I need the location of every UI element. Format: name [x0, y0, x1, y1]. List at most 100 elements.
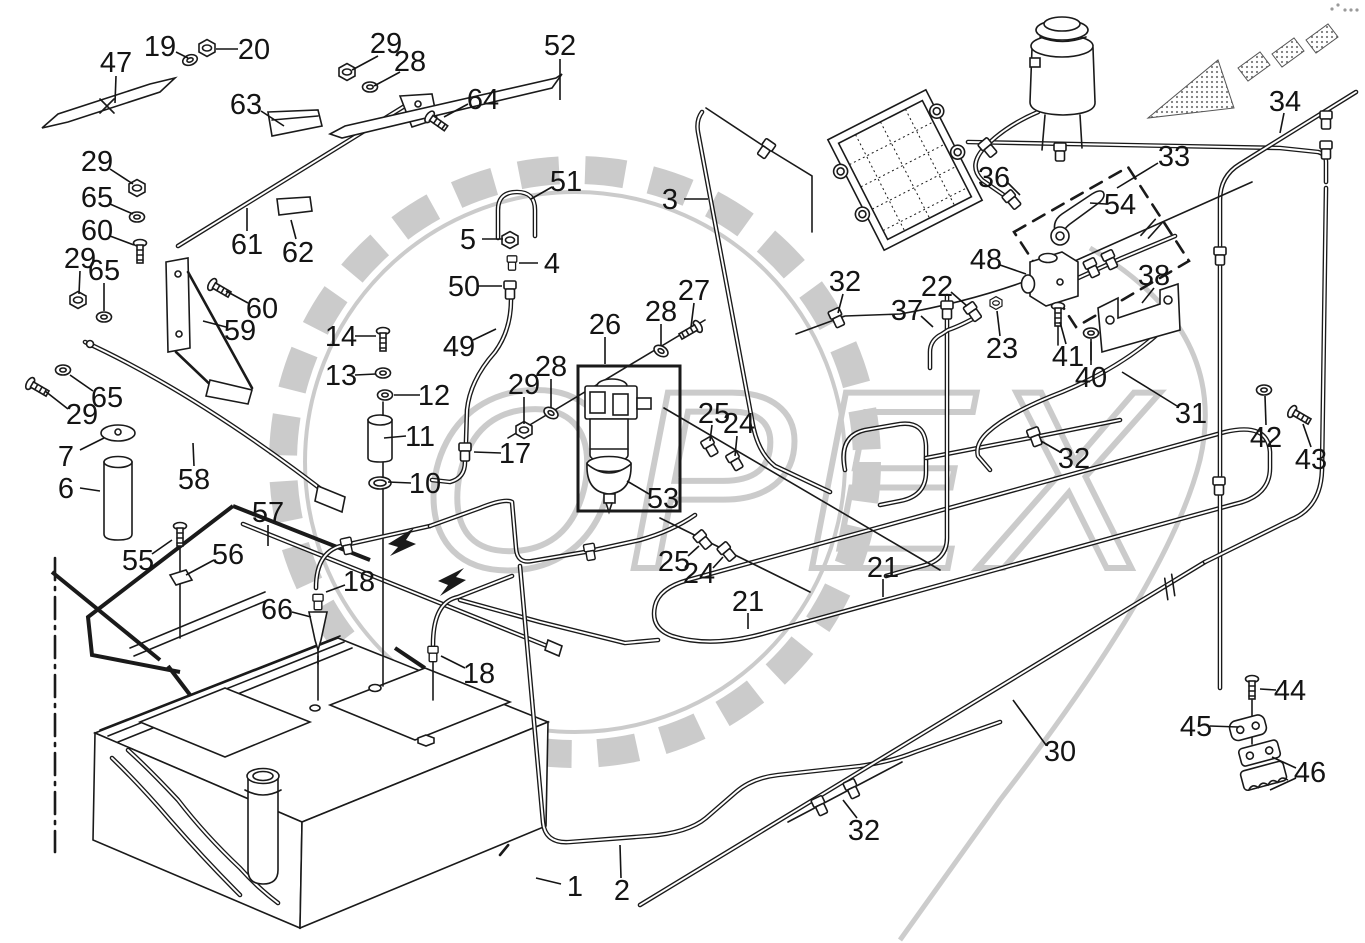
leader-line-25 [709, 424, 713, 442]
part-label-24-46: 24 [723, 408, 755, 440]
part-label-65-18: 65 [91, 382, 123, 414]
leader-line-51 [530, 186, 553, 200]
leader-line-34 [1279, 112, 1285, 134]
leader-line-46 [1269, 777, 1297, 791]
big-direction-arrow [1146, 23, 1339, 119]
leader-line-24 [712, 556, 724, 569]
part-label-36-72: 36 [978, 162, 1010, 194]
part-label-26-39: 26 [589, 309, 621, 341]
part-label-24-48: 24 [683, 558, 715, 590]
leader-line-65 [69, 374, 94, 392]
part-label-56-29: 56 [212, 539, 244, 571]
part-label-60-10: 60 [81, 215, 113, 247]
leader-line-1 [535, 877, 562, 885]
leader-line-29 [109, 168, 134, 185]
leader-line-63 [260, 110, 285, 127]
part-label-65-9: 65 [81, 182, 113, 214]
part-label-43-62: 43 [1295, 444, 1327, 476]
leader-line-36 [1007, 182, 1021, 196]
part-label-29-17: 29 [66, 399, 98, 431]
part-label-18-32: 18 [463, 658, 495, 690]
leader-line-56 [185, 559, 215, 576]
leader-line-48 [999, 264, 1027, 275]
part-label-7-24: 7 [58, 441, 74, 473]
fasteners-drawing [23, 38, 1333, 818]
leader-line-7 [79, 437, 105, 451]
part-label-60-15: 60 [246, 293, 278, 325]
leader-line-54 [1089, 202, 1107, 205]
part-label-14-19: 14 [325, 321, 357, 353]
part-label-32-63: 32 [1058, 443, 1090, 475]
part-label-21-52: 21 [867, 552, 899, 584]
leader-line-13 [354, 373, 377, 376]
leader-line-32 [837, 293, 844, 314]
part-label-37-65: 37 [891, 295, 923, 327]
part-label-12-21: 12 [418, 380, 450, 412]
part-label-13-20: 13 [325, 360, 357, 392]
leader-line-37 [920, 315, 934, 328]
part-label-59-16: 59 [224, 315, 256, 347]
part-label-10-23: 10 [409, 468, 441, 500]
leader-line-55 [151, 539, 173, 555]
part-label-3-49: 3 [662, 184, 678, 216]
leader-line-29 [351, 55, 379, 71]
leader-line-32 [1040, 440, 1061, 453]
part-label-6-25: 6 [58, 473, 74, 505]
leader-line-17 [473, 451, 502, 454]
leader-line-43 [1302, 423, 1312, 448]
fuel-filter-assembly-drawing [576, 364, 682, 515]
part-label-27-41: 27 [678, 275, 710, 307]
part-label-29-42: 29 [508, 369, 540, 401]
leader-line-45 [1209, 725, 1239, 728]
leader-line-24 [734, 435, 738, 457]
part-label-23-66: 23 [986, 333, 1018, 365]
part-label-21-51: 21 [732, 586, 764, 618]
leader-line-28 [373, 71, 401, 87]
part-label-42-61: 42 [1250, 422, 1282, 454]
pipe-clamp-drawing [1228, 674, 1289, 792]
assembly-axis-lines [179, 321, 1253, 745]
leader-line-23 [996, 310, 1001, 337]
leader-line-2 [619, 844, 622, 879]
leader-line-49 [472, 328, 497, 341]
part-label-20-1: 20 [238, 34, 270, 66]
leader-line-11 [383, 435, 407, 439]
part-label-18-31: 18 [343, 566, 375, 598]
leader-line-33 [1116, 162, 1159, 189]
part-label-31-60: 31 [1175, 398, 1207, 430]
part-label-62-14: 62 [282, 237, 314, 269]
corner-marks [1330, 3, 1359, 12]
oil-reservoir-drawing [1029, 16, 1096, 162]
part-label-1-54: 1 [567, 871, 583, 903]
part-label-34-74: 34 [1269, 86, 1301, 118]
part-label-63-3: 63 [230, 89, 262, 121]
part-label-19-0: 19 [144, 31, 176, 63]
part-label-17-33: 17 [499, 438, 531, 470]
leader-line-29 [44, 390, 69, 410]
leader-line-47 [114, 75, 117, 104]
part-label-4-37: 4 [544, 248, 560, 280]
part-label-47-2: 47 [100, 47, 132, 79]
part-label-32-50: 32 [829, 266, 861, 298]
leader-line-42 [1264, 395, 1267, 426]
part-label-57-27: 57 [252, 497, 284, 529]
part-label-55-28: 55 [122, 545, 154, 577]
part-label-50-35: 50 [448, 271, 480, 303]
leader-line-59 [202, 320, 227, 328]
part-label-53-44: 53 [647, 483, 679, 515]
leader-line-41 [1059, 321, 1067, 345]
part-label-28-5: 28 [394, 46, 426, 78]
part-label-2-53: 2 [614, 875, 630, 907]
leader-line-22 [950, 291, 968, 307]
leader-line-44 [1259, 688, 1277, 691]
leader-line-30 [1012, 699, 1047, 746]
part-label-30-55: 30 [1044, 736, 1076, 768]
part-label-46-58: 46 [1294, 757, 1326, 789]
leader-line-46 [1271, 756, 1297, 769]
leader-line-66 [291, 611, 312, 618]
part-label-41-67: 41 [1052, 341, 1084, 373]
part-label-54-73: 54 [1104, 189, 1136, 221]
